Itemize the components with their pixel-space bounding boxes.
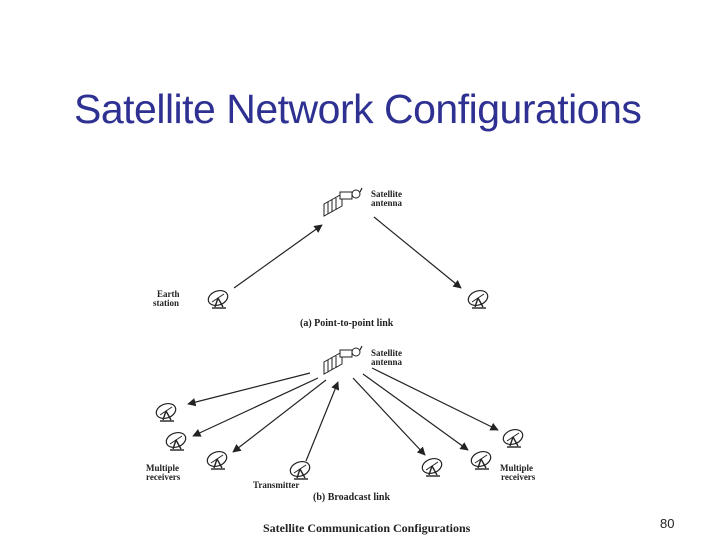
page-number: 80 bbox=[660, 516, 675, 531]
uplink-transmitter-arrow bbox=[305, 381, 340, 462]
bottom-satellite-icon bbox=[323, 345, 363, 375]
broadcast-arrow-2 bbox=[192, 377, 319, 437]
bottom-satellite-label-1: Satellite bbox=[371, 348, 402, 358]
figure-caption: Satellite Communication Configurations bbox=[263, 521, 471, 535]
top-satellite-label-1: Satellite bbox=[371, 189, 402, 199]
right-receiver-dish-icon-2 bbox=[468, 448, 494, 470]
earth-station-dish-icon bbox=[205, 287, 231, 309]
broadcast-arrow-4 bbox=[352, 377, 426, 456]
broadcast-arrow-6 bbox=[371, 367, 499, 431]
bottom-satellite-label-2: antenna bbox=[371, 357, 403, 367]
top-caption: (a) Point-to-point link bbox=[300, 318, 394, 329]
right-receiver-dish-icon-3 bbox=[500, 426, 526, 448]
earth-station-label-2: station bbox=[153, 298, 179, 308]
left-receivers-label-1: Multiple bbox=[146, 463, 179, 473]
left-receiver-dish-icon-1 bbox=[153, 400, 179, 422]
right-receivers-label-2: receivers bbox=[501, 472, 536, 482]
receiver-dish-icon bbox=[465, 287, 491, 309]
top-satellite-label-2: antenna bbox=[371, 198, 403, 208]
bottom-caption: (b) Broadcast link bbox=[313, 492, 390, 503]
downlink-arrow bbox=[373, 216, 462, 289]
broadcast-arrow-5 bbox=[362, 373, 469, 451]
broadcast-arrow-3 bbox=[232, 379, 327, 453]
slide-title: Satellite Network Configurations bbox=[74, 86, 642, 132]
broadcast-arrow-1 bbox=[187, 372, 311, 407]
right-receivers-label-1: Multiple bbox=[500, 463, 533, 473]
top-satellite-icon bbox=[323, 187, 363, 217]
uplink-arrow bbox=[233, 224, 323, 289]
earth-station-label-1: Earth bbox=[157, 289, 180, 299]
left-receiver-dish-icon-3 bbox=[204, 448, 230, 470]
left-receiver-dish-icon-2 bbox=[163, 429, 189, 451]
transmitter-label: Transmitter bbox=[253, 480, 299, 490]
right-receiver-dish-icon-1 bbox=[419, 455, 445, 477]
transmitter-dish-icon bbox=[287, 458, 313, 480]
left-receivers-label-2: receivers bbox=[146, 472, 181, 482]
